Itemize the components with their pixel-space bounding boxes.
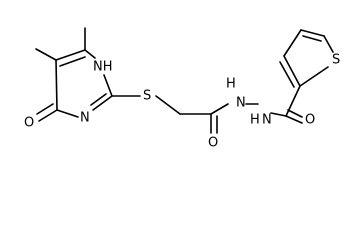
- atom-nh-ring: NH: [93, 60, 113, 75]
- atom-h-hydrazide-right: H: [250, 113, 260, 128]
- bond-th-c3-c4: [283, 29, 302, 57]
- bond-co-nh: [210, 103, 229, 115]
- bond-th-c4-c5: [300, 29, 325, 37]
- bond-c5-c6-double: [59, 56, 86, 67]
- atom-h-hydrazide-left: H: [226, 77, 236, 92]
- atom-o-carbonyl: O: [305, 113, 315, 128]
- bond-th-c2-c3: [283, 55, 301, 87]
- atom-o-pyrimidinone: O: [24, 116, 34, 131]
- bond-th-c4-c5-double: [302, 35, 322, 42]
- atom-n-hydrazide-right: N: [262, 113, 272, 128]
- bond-c4-c5: [55, 59, 58, 111]
- bond-c6-n1: [84, 49, 96, 59]
- bond-th-c2-c3-double: [279, 61, 295, 88]
- atom-o-acetyl: O: [208, 136, 218, 151]
- bond-nh-cthio: [270, 112, 287, 117]
- atom-s-thiophene: S: [332, 53, 340, 68]
- atom-s-thioether: S: [143, 89, 151, 104]
- molecule-diagram: NH N O S O H N H N O S: [24, 27, 340, 151]
- bond-c5-methyl: [35, 48, 57, 61]
- atom-n-hydrazide-left: N: [236, 96, 246, 111]
- structure-svg: NH N O S O H N H N O S: [24, 27, 340, 151]
- bond-c-thiophene: [285, 85, 301, 117]
- bond-c2-n3-double: [90, 93, 107, 106]
- bond-c4-o-double: [36, 103, 54, 115]
- bond-n3-c4: [56, 109, 79, 118]
- bond-th-s-c2: [299, 66, 329, 87]
- bond-c5-c6: [55, 49, 86, 61]
- bond-c-o-carbonyl: [285, 115, 303, 124]
- bond-c-o-carbonyl-double: [287, 109, 303, 118]
- bond-n1-c2: [103, 74, 113, 97]
- atom-n-ring: N: [80, 111, 90, 126]
- bond-s-ch2: [155, 95, 181, 115]
- bond-th-c5-s: [323, 35, 334, 53]
- bond-c4-o: [38, 109, 58, 122]
- bond-c2-n3: [92, 95, 113, 111]
